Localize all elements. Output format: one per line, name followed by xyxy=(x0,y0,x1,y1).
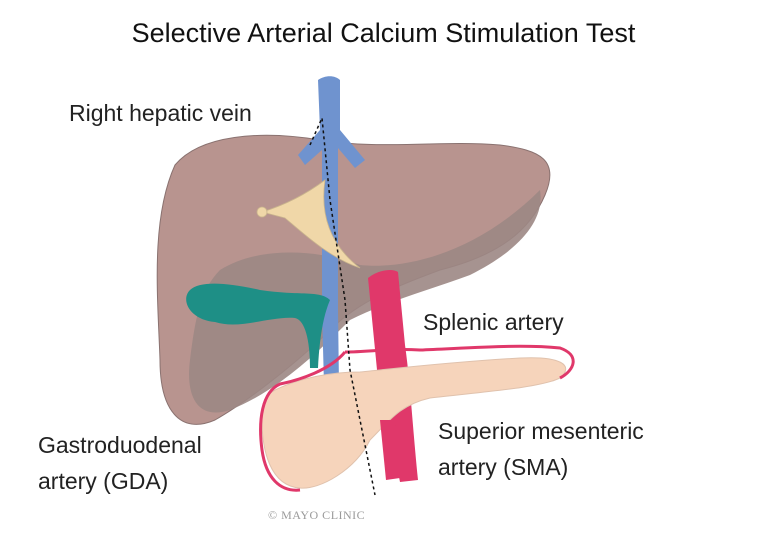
label-sma-line1: Superior mesenteric xyxy=(438,418,644,444)
gda-arcade xyxy=(259,351,347,492)
label-splenic-artery: Splenic artery xyxy=(423,309,564,335)
sma xyxy=(380,420,400,480)
splenic-artery xyxy=(344,344,575,380)
ligament xyxy=(260,179,361,269)
right-hepatic-vein xyxy=(298,76,365,460)
label-right-hepatic-vein: Right hepatic vein xyxy=(69,100,252,126)
liver-shadow xyxy=(189,190,541,413)
label-gda-line1: Gastroduodenal xyxy=(38,432,202,458)
label-gda-line2: artery (GDA) xyxy=(38,468,169,494)
gallbladder xyxy=(186,283,330,368)
pancreas xyxy=(261,357,567,489)
label-sma-line2: artery (SMA) xyxy=(438,454,569,480)
copyright-credit: © MAYO CLINIC xyxy=(268,508,366,522)
diagram-title: Selective Arterial Calcium Stimulation T… xyxy=(131,18,636,48)
